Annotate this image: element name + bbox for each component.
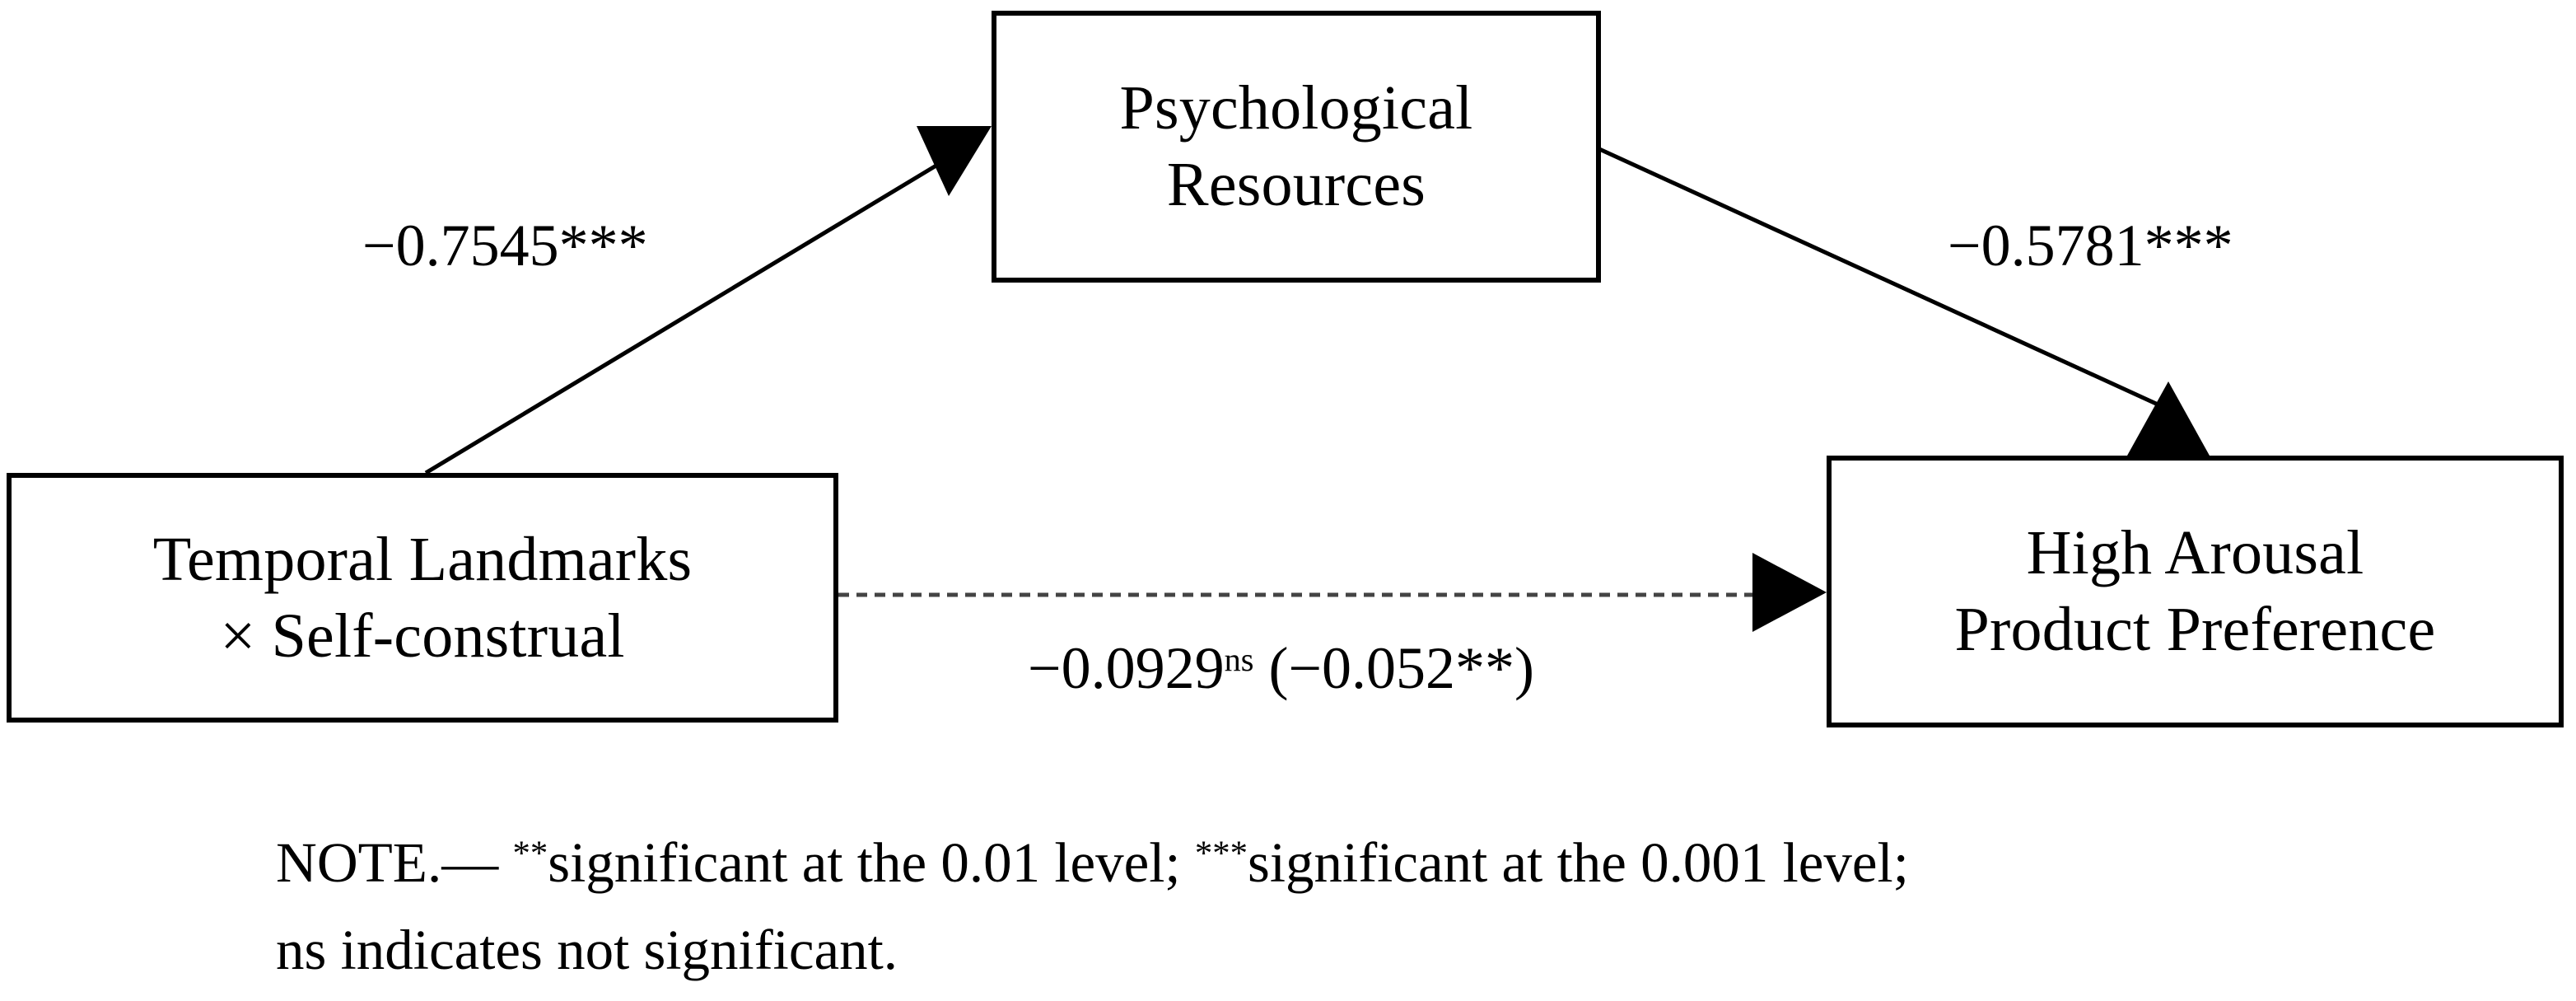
- node-psychological-resources[interactable]: Psychological Resources: [992, 11, 1601, 283]
- note-prefix: NOTE.—: [276, 831, 513, 894]
- node-high-arousal-line-2: Product Preference: [1954, 595, 2436, 664]
- node-psychological-resources-line-2: Resources: [1166, 150, 1426, 219]
- edge-a-line: [424, 157, 949, 475]
- node-high-arousal-line-1: High Arousal: [2026, 518, 2364, 588]
- figure-note: NOTE.— **significant at the 0.01 level; …: [276, 820, 2335, 994]
- figure-note-line-1: NOTE.— **significant at the 0.01 level; …: [276, 820, 2335, 907]
- edge-label-b-path: −0.5781***: [1948, 216, 2233, 275]
- note-middle-text: significant at the 0.01 level;: [548, 831, 1195, 894]
- edge-label-c-coefficient: −0.0929: [1028, 635, 1225, 701]
- edge-label-c-ns-superscript: ns: [1224, 641, 1254, 679]
- edge-label-b-text: −0.5781***: [1948, 213, 2233, 278]
- edge-label-c-path: −0.0929ns (−0.052**): [1028, 638, 1534, 698]
- note-end-text: significant at the 0.001 level;: [1248, 831, 1909, 894]
- node-high-arousal-product-preference[interactable]: High Arousal Product Preference: [1827, 456, 2564, 727]
- node-temporal-landmarks-self-construal[interactable]: Temporal Landmarks × Self-construal: [7, 473, 838, 723]
- edge-label-c-total-effect: (−0.052**): [1253, 635, 1535, 701]
- node-temporal-landmarks-line-1: Temporal Landmarks: [152, 524, 693, 594]
- edge-b-arrowhead-right: [2168, 381, 2210, 456]
- note-three-star-superscript: ***: [1194, 834, 1248, 873]
- edge-c-arrowhead: [1752, 553, 1827, 632]
- edge-b-arrowhead: [2127, 381, 2168, 456]
- note-two-star-superscript: **: [512, 834, 548, 873]
- edge-b-line: [1596, 146, 2176, 414]
- edge-a-arrowhead: [917, 126, 992, 196]
- edge-label-a-text: −0.7545***: [362, 213, 648, 278]
- figure-note-line-2: ns indicates not significant.: [276, 918, 898, 981]
- node-temporal-landmarks-line-2: × Self-construal: [220, 601, 625, 671]
- edge-label-a-path: −0.7545***: [362, 216, 648, 275]
- node-psychological-resources-line-1: Psychological: [1119, 73, 1473, 143]
